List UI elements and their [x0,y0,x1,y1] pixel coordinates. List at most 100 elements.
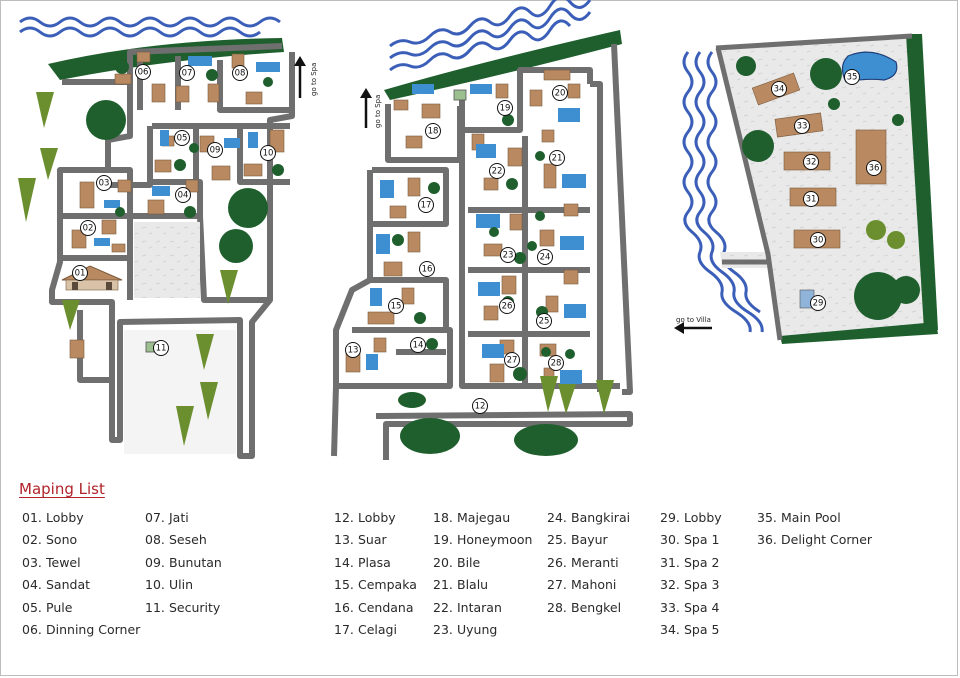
location-marker-25[interactable]: 25 [536,313,552,329]
location-marker-27[interactable]: 27 [504,352,520,368]
location-marker-14[interactable]: 14 [410,337,426,353]
location-marker-24[interactable]: 24 [537,249,553,265]
middle-resort-area [331,30,633,460]
marker-number: 32 [806,158,817,168]
marker-number: 26 [502,302,513,312]
mapping-list-number: 08. [145,532,165,548]
marker-number: 28 [551,359,562,369]
marker-number: 04 [178,191,189,201]
mapping-list-number: 25. [547,532,567,548]
location-marker-18[interactable]: 18 [425,123,441,139]
mapping-list-number: 13. [334,532,354,548]
location-marker-19[interactable]: 19 [497,100,513,116]
mapping-list-name: Bunutan [169,554,222,570]
location-marker-17[interactable]: 17 [418,197,434,213]
mapping-list-name: Celagi [358,621,397,637]
mapping-list-number: 23. [433,621,453,637]
location-marker-09[interactable]: 09 [207,142,223,158]
mapping-list-item: 31.Spa 2 [660,552,722,574]
mapping-list-number: 01. [22,510,42,525]
mapping-list-name: Main Pool [781,510,841,525]
marker-number: 33 [797,122,808,132]
marker-circle-icon [419,261,435,277]
location-marker-02[interactable]: 02 [80,220,96,236]
mapping-list-number: 05. [22,599,42,615]
mapping-list-name: Plasa [358,554,391,570]
location-marker-16[interactable]: 16 [419,261,435,277]
mapping-list-item: 33.Spa 4 [660,597,722,619]
location-marker-15[interactable]: 15 [388,298,404,314]
mapping-list-title: Maping List [19,480,105,498]
location-marker-01[interactable]: 01 [72,265,88,281]
mapping-list-item: 32.Spa 3 [660,574,722,596]
marker-number: 11 [156,344,167,354]
mapping-list-name: Jati [169,510,189,525]
marker-number: 20 [555,89,566,99]
mapping-list-number: 33. [660,599,680,615]
mapping-list-item: 23.Uyung [433,619,532,641]
mapping-list-name: Honeymoon [457,532,533,548]
location-marker-07[interactable]: 07 [179,65,195,81]
mapping-list-number: 02. [22,532,42,548]
location-marker-13[interactable]: 13 [345,342,361,358]
marker-number: 14 [413,341,424,351]
marker-circle-icon [135,64,151,80]
location-marker-20[interactable]: 20 [552,85,568,101]
location-marker-12[interactable]: 12 [472,398,488,414]
mapping-list-number: 31. [660,554,680,570]
location-marker-36[interactable]: 36 [866,160,882,176]
mapping-list-item: 16.Cendana [334,597,417,619]
location-marker-28[interactable]: 28 [548,355,564,371]
location-marker-03[interactable]: 03 [96,175,112,191]
location-marker-34[interactable]: 34 [771,81,787,97]
location-marker-06[interactable]: 06 [135,64,151,80]
marker-number: 34 [774,85,785,95]
marker-circle-icon [72,265,88,281]
marker-number: 36 [869,164,880,174]
location-marker-30[interactable]: 30 [810,232,826,248]
marker-number: 02 [83,224,94,234]
left-resort-area [18,38,306,459]
location-marker-04[interactable]: 04 [175,187,191,203]
mapping-list-item: 05.Pule [22,597,140,619]
location-marker-23[interactable]: 23 [500,247,516,263]
mapping-list-item: 08.Seseh [145,529,222,551]
mapping-list-name: Spa 2 [684,554,720,570]
go-to-villa-label: go to Villa [676,316,711,324]
location-marker-26[interactable]: 26 [499,298,515,314]
mapping-list-item: 35.Main Pool [757,507,872,529]
location-marker-22[interactable]: 22 [489,163,505,179]
location-marker-21[interactable]: 21 [549,150,565,166]
mapping-list-number: 11. [145,599,165,615]
location-marker-31[interactable]: 31 [803,191,819,207]
mapping-list-name: Lobby [46,510,84,525]
location-marker-35[interactable]: 35 [844,69,860,85]
location-marker-33[interactable]: 33 [794,118,810,134]
location-marker-32[interactable]: 32 [803,154,819,170]
location-marker-11[interactable]: 11 [153,340,169,356]
marker-circle-icon [794,118,810,134]
mapping-list-number: 15. [334,577,354,593]
marker-circle-icon [425,123,441,139]
marker-circle-icon [499,298,515,314]
location-marker-10[interactable]: 10 [260,145,276,161]
mapping-list-name: Spa 3 [684,577,720,593]
mapping-list-item: 03.Tewel [22,552,140,574]
location-marker-05[interactable]: 05 [174,130,190,146]
location-marker-08[interactable]: 08 [232,65,248,81]
marker-number: 23 [503,251,514,261]
marker-circle-icon [207,142,223,158]
location-marker-29[interactable]: 29 [810,295,826,311]
marker-circle-icon [771,81,787,97]
mapping-list-number: 04. [22,577,42,593]
mapping-list-number: 28. [547,599,567,615]
mapping-list-number: 12. [334,510,354,525]
mapping-list-item: 28.Bengkel [547,597,630,619]
marker-number: 08 [235,69,246,79]
